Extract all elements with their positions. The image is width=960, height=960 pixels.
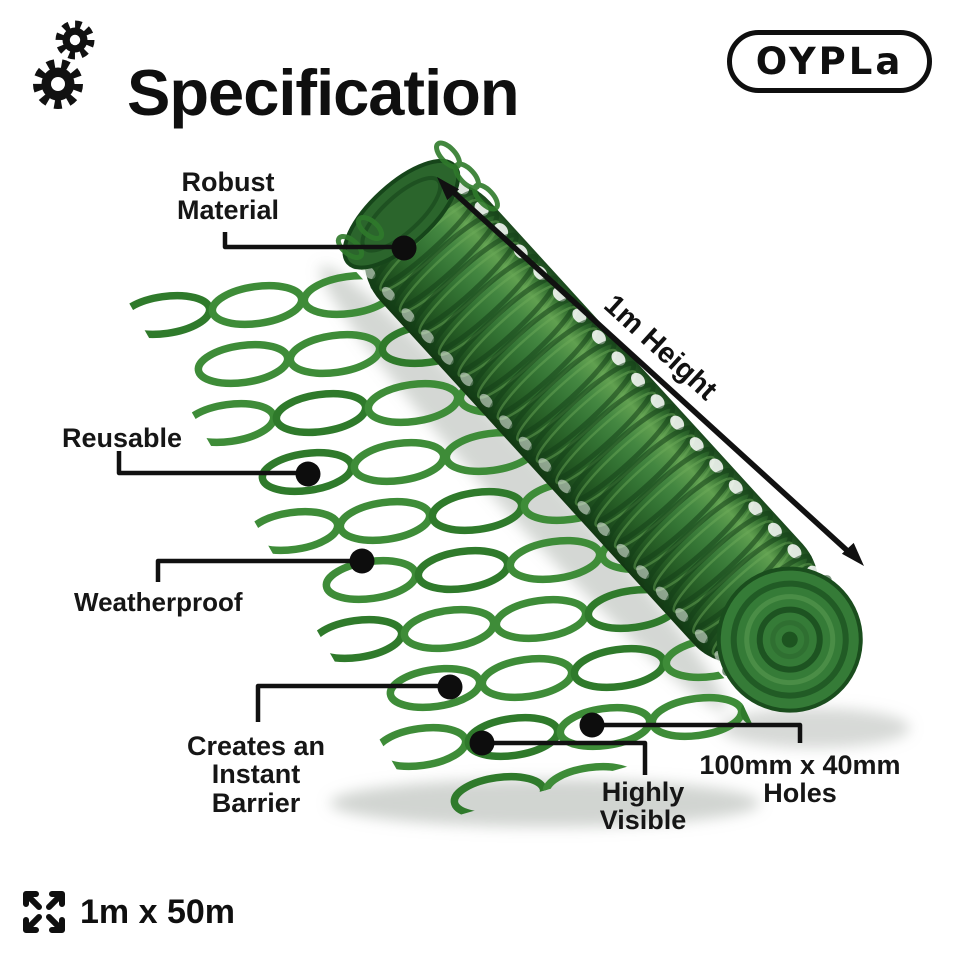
callout-dot-reusable	[295, 461, 321, 487]
callout-dot-holes	[579, 712, 605, 738]
callout-label-highly-visible: Highly Visible	[599, 777, 687, 836]
roll-size-label: 1m x 50m	[80, 893, 235, 931]
page-title: Specification	[127, 55, 520, 129]
callout-line-creates-barrier	[255, 683, 438, 722]
callout-connectors	[116, 232, 803, 775]
callout-line-holes	[604, 722, 803, 743]
height-arrow	[437, 177, 864, 566]
callout-label-creates-barrier: Creates an Instant Barrier	[186, 731, 326, 818]
gears-icon	[33, 20, 95, 109]
callout-label-robust-material: Robust Material	[176, 167, 280, 226]
callout-label-holes: 100mm x 40mm Holes	[699, 750, 901, 809]
callout-dot-creates-barrier	[437, 674, 463, 700]
callout-line-highly-visible	[494, 740, 648, 775]
callout-label-reusable: Reusable	[62, 423, 183, 453]
expand-arrows-icon	[23, 891, 65, 933]
shadow	[319, 265, 910, 827]
callout-line-weatherproof	[155, 558, 350, 582]
roll-fringe	[335, 140, 500, 260]
callout-dot-weatherproof	[349, 548, 375, 574]
roll-end-cap	[716, 566, 863, 713]
callout-line-reusable	[116, 451, 296, 476]
callout-line-robust-material	[222, 232, 392, 250]
callout-label-weatherproof: Weatherproof	[74, 587, 243, 617]
oypla-logo-text: OYPLa	[755, 40, 904, 83]
oypla-logo: OYPLa	[727, 30, 932, 93]
callout-dot-highly-visible	[469, 730, 495, 756]
callout-dots	[295, 235, 605, 756]
callout-dot-robust-material	[391, 235, 417, 261]
